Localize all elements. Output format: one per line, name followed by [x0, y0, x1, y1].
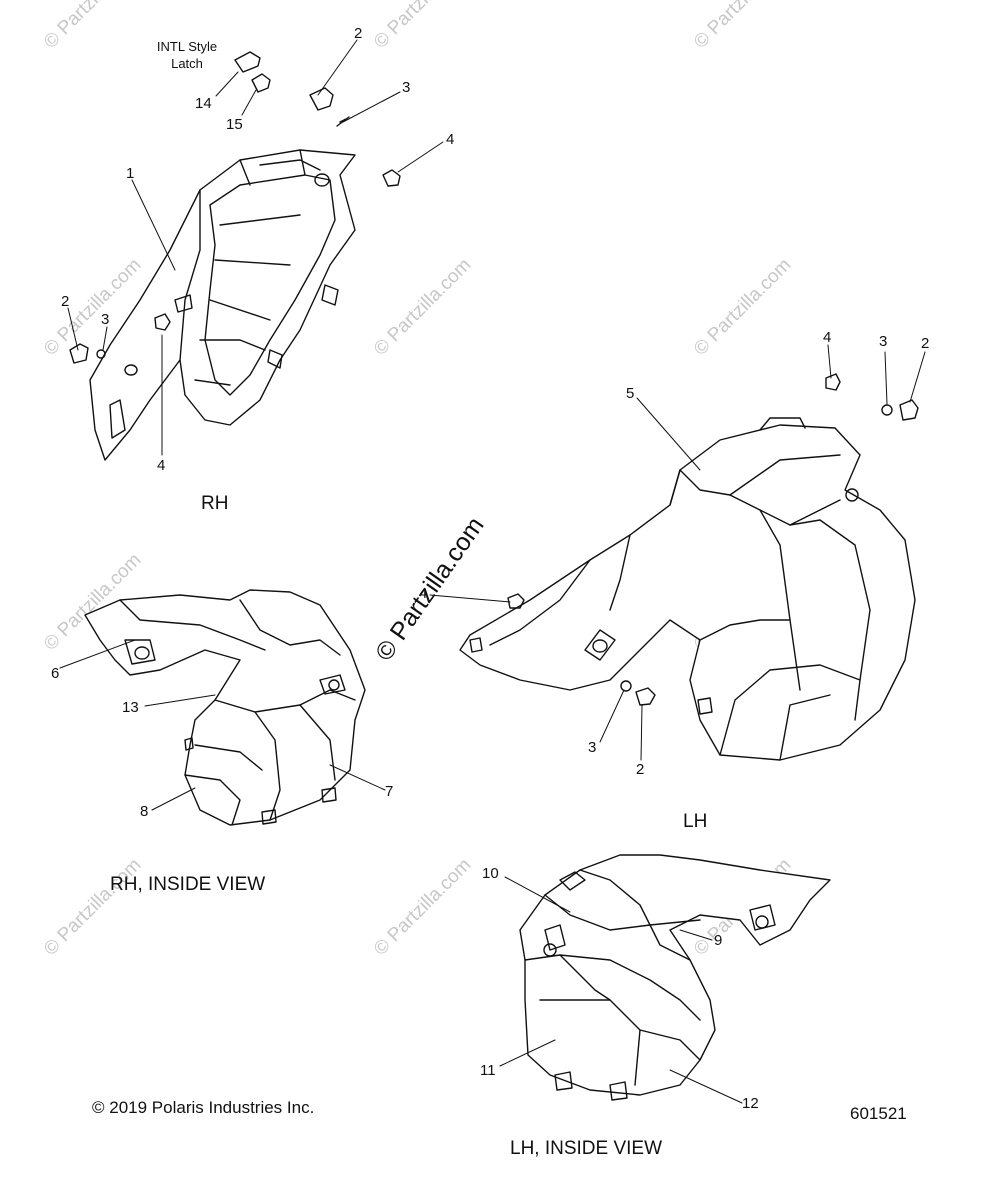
note-line-1: INTL Style — [156, 39, 218, 54]
hardware-parts-lh — [507, 373, 919, 706]
callout-13: 13 — [122, 699, 139, 716]
callout-1: 1 — [126, 165, 135, 182]
callout-3: 3 — [402, 79, 411, 96]
callout-4: 4 — [823, 329, 832, 346]
callout-4: 4 — [419, 585, 428, 602]
diagram-number: 601521 — [850, 1104, 907, 1123]
copyright-text: © 2019 Polaris Industries Inc. — [92, 1098, 315, 1117]
lh-inside-part — [519, 854, 831, 1101]
view-label-lh-inside: LH, INSIDE VIEW — [510, 1138, 663, 1159]
callout-5: 5 — [626, 385, 635, 402]
callout-4: 4 — [157, 457, 166, 474]
view-label-rh-inside: RH, INSIDE VIEW — [110, 874, 266, 895]
rh-fender-part — [89, 149, 356, 461]
lh-fender-part — [459, 417, 916, 761]
intl-style-latch-note: INTL Style Latch — [145, 38, 229, 72]
callout-7: 7 — [385, 783, 394, 800]
callout-15: 15 — [226, 116, 243, 133]
view-label-lh: LH — [683, 811, 708, 832]
callout-3: 3 — [101, 311, 110, 328]
callout-3: 3 — [879, 333, 888, 350]
callout-11: 11 — [480, 1062, 496, 1079]
callout-6: 6 — [51, 665, 60, 682]
callout-2: 2 — [354, 25, 363, 42]
callout-14: 14 — [195, 95, 212, 112]
leader-lines — [59, 39, 926, 1104]
rh-inside-part — [84, 589, 366, 826]
callout-4: 4 — [446, 131, 455, 148]
callout-3: 3 — [588, 739, 597, 756]
callout-10: 10 — [482, 865, 499, 882]
callout-9: 9 — [714, 932, 723, 949]
hardware-parts-top — [69, 51, 401, 364]
view-label-rh: RH — [201, 493, 229, 514]
note-line-2: Latch — [171, 56, 203, 71]
callout-8: 8 — [140, 803, 149, 820]
callout-12: 12 — [742, 1095, 759, 1112]
callout-2: 2 — [921, 335, 930, 352]
callout-2: 2 — [61, 293, 70, 310]
callout-2: 2 — [636, 761, 645, 778]
